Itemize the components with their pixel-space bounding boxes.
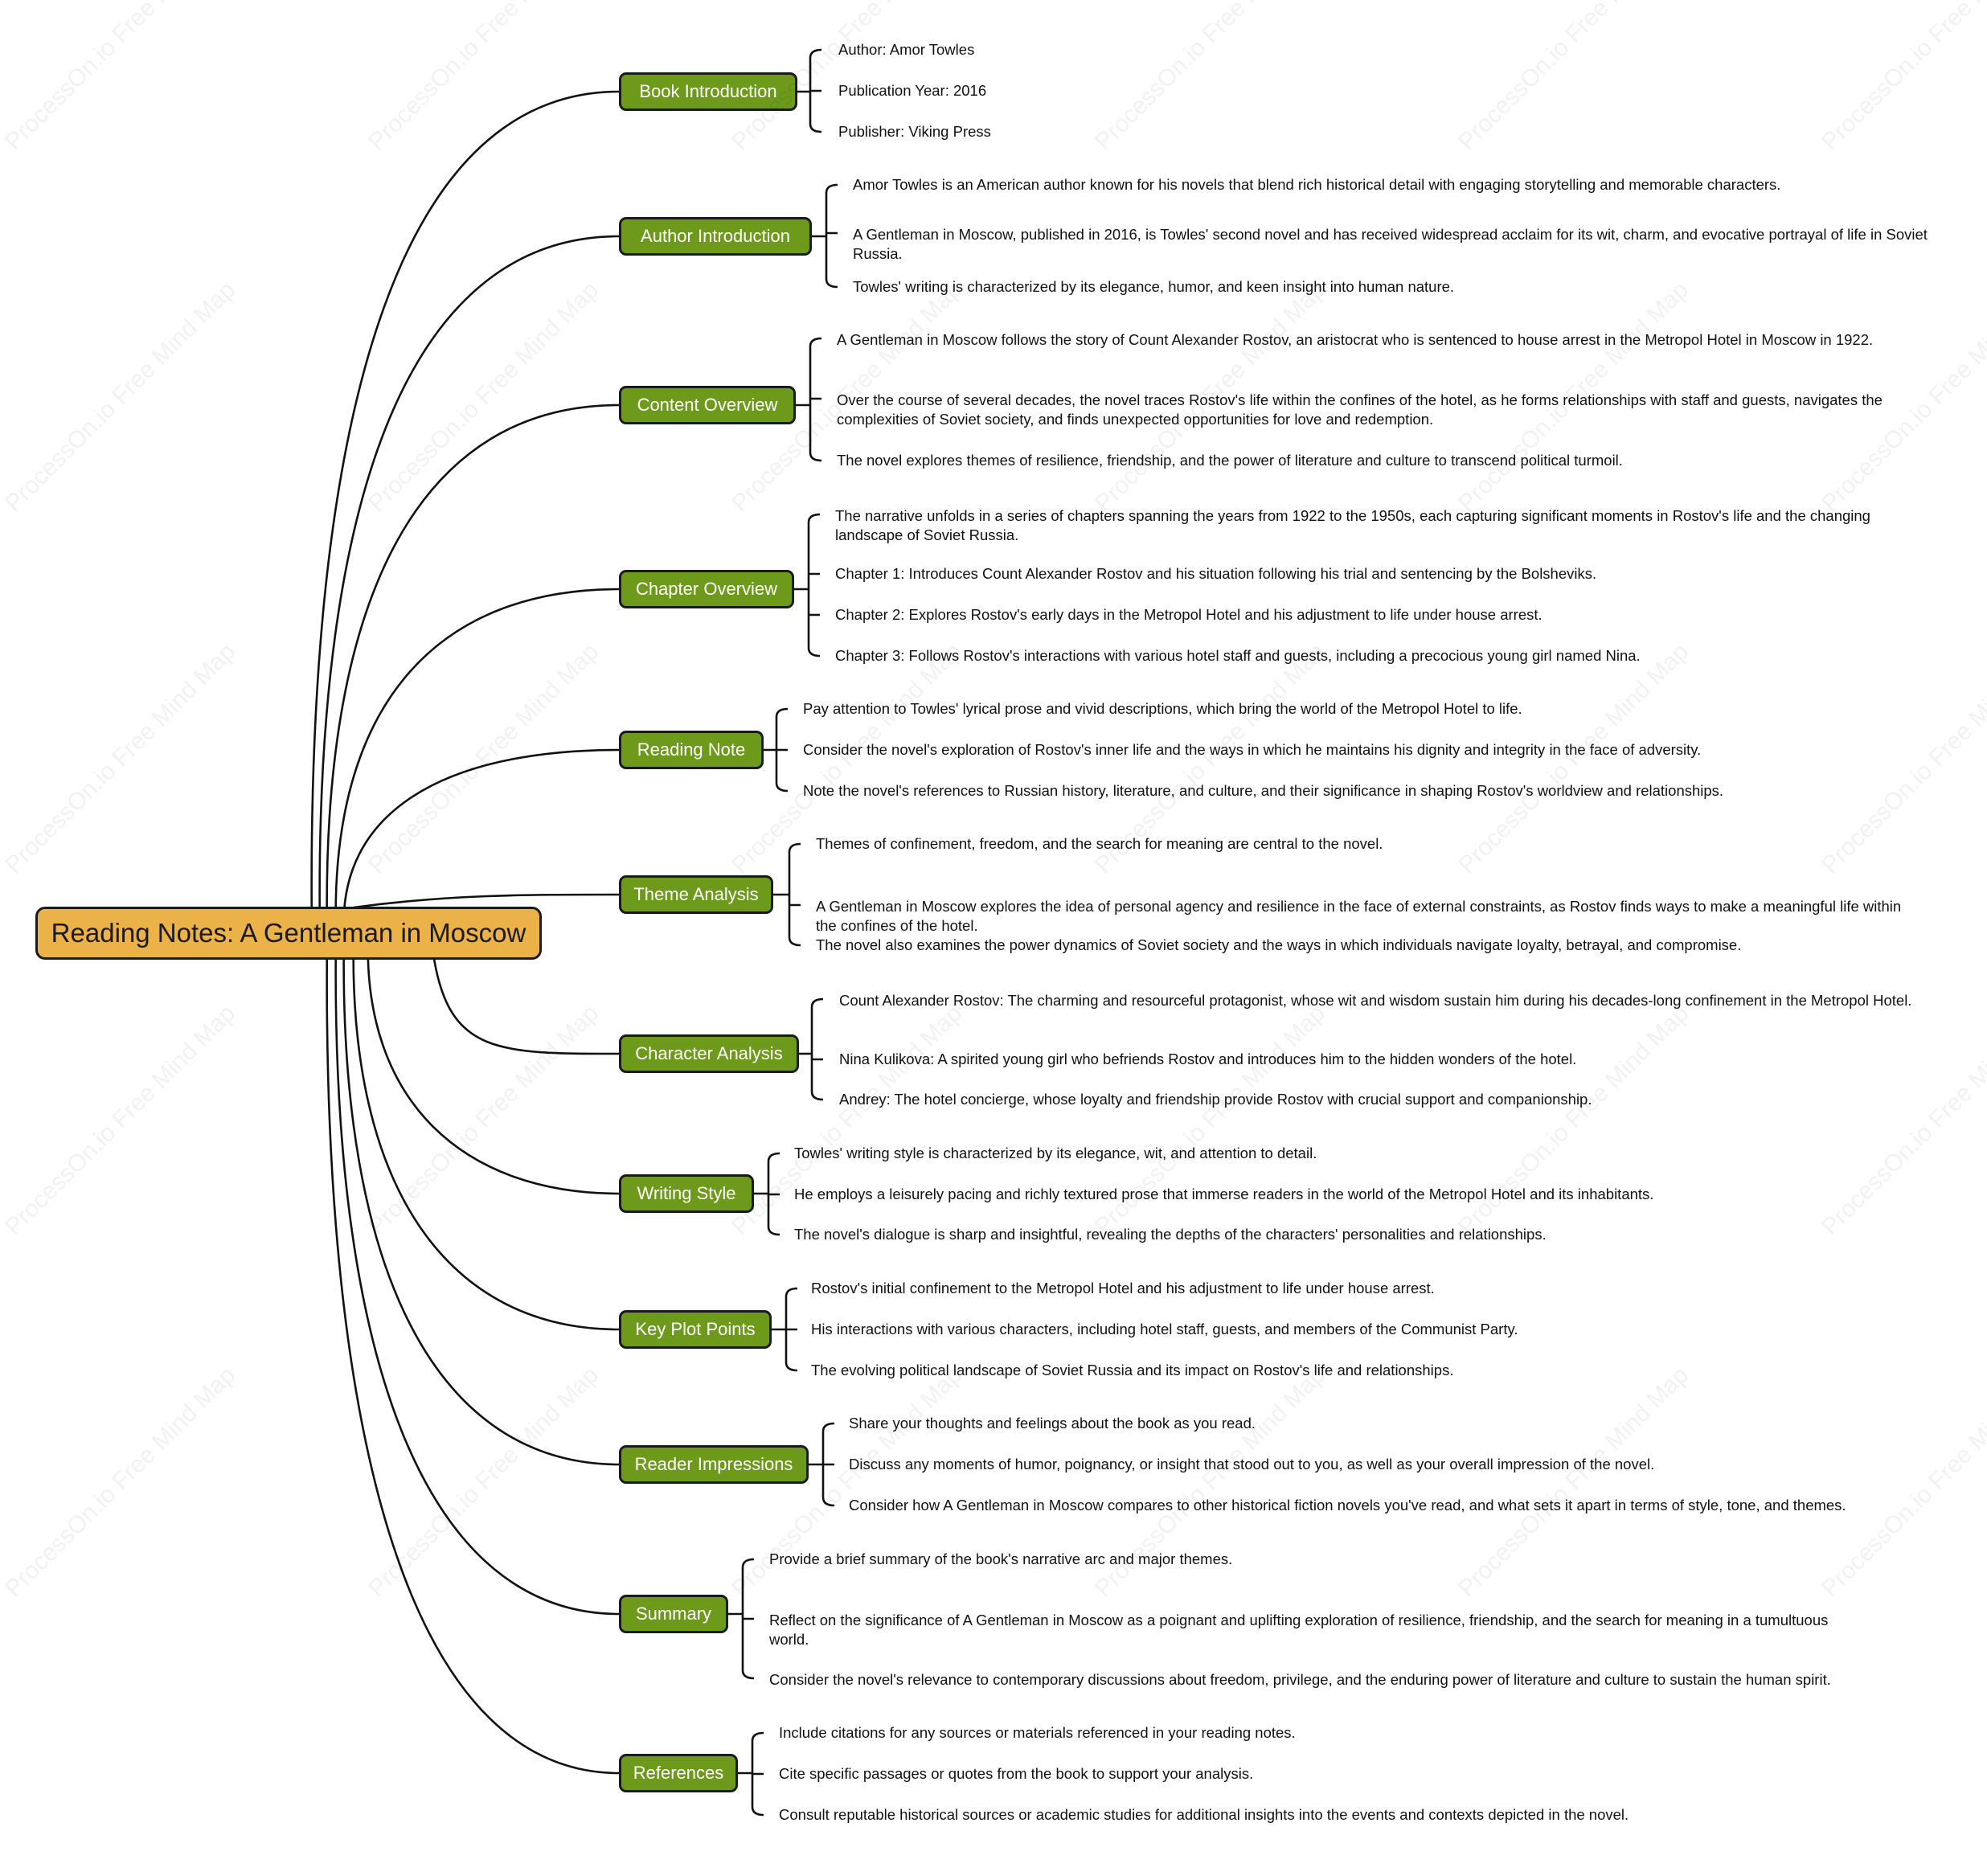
topic-node[interactable]: Reading Note — [619, 731, 764, 769]
leaf-note: Consult reputable historical sources or … — [779, 1806, 1629, 1823]
topic-label: Key Plot Points — [635, 1319, 756, 1339]
leaf-note: Chapter 1: Introduces Count Alexander Ro… — [835, 565, 1597, 582]
branch-bracket — [809, 1422, 835, 1507]
branch-bracket — [796, 337, 822, 462]
topic-label: Book Introduction — [639, 81, 777, 101]
root-connector — [326, 932, 620, 1775]
leaf-note: The novel also examines the power dynami… — [816, 936, 1742, 953]
root-connector — [432, 958, 620, 1055]
leaf-note: He employs a leisurely pacing and richly… — [794, 1186, 1654, 1202]
leaf-note: Count Alexander Rostov: The charming and… — [839, 992, 1912, 1009]
branch-bracket — [738, 1731, 764, 1817]
leaf-note: Publisher: Viking Press — [838, 123, 991, 140]
branch-bracket — [799, 997, 824, 1101]
root-connector — [342, 748, 620, 934]
leaf-note: A Gentleman in Moscow explores the idea … — [816, 898, 1902, 934]
topic-node[interactable]: Reader Impressions — [619, 1445, 809, 1484]
topic-node[interactable]: Book Introduction — [619, 72, 797, 111]
topic-label: Writing Style — [637, 1183, 736, 1203]
root-connector — [334, 588, 620, 934]
leaf-note: Publication Year: 2016 — [838, 82, 987, 99]
topic-label: Summary — [635, 1604, 712, 1624]
leaf-note: Towles' writing is characterized by its … — [853, 278, 1455, 295]
topic-node[interactable]: Author Introduction — [619, 217, 812, 256]
topic-node[interactable]: Chapter Overview — [619, 570, 794, 608]
leaf-note: Pay attention to Towles' lyrical prose a… — [803, 700, 1522, 717]
leaf-note: The novel's dialogue is sharp and insigh… — [794, 1226, 1547, 1243]
root-connector — [352, 932, 620, 1331]
root-connector — [310, 90, 620, 934]
leaf-note: Amor Towles is an American author known … — [853, 176, 1781, 193]
branch-bracket — [794, 513, 821, 657]
leaf-note: Rostov's initial confinement to the Metr… — [811, 1280, 1435, 1296]
branch-bracket — [764, 707, 789, 793]
leaf-note: Consider how A Gentleman in Moscow compa… — [849, 1497, 1846, 1513]
branch-bracket — [728, 1558, 755, 1680]
topic-label: Chapter Overview — [635, 579, 778, 599]
topic-label: Author Introduction — [641, 226, 790, 246]
leaf-note: Consider the novel's exploration of Rost… — [803, 741, 1702, 758]
leaf-note: The narrative unfolds in a series of cha… — [835, 507, 1870, 543]
topic-node[interactable]: Writing Style — [619, 1174, 754, 1213]
topic-label: References — [633, 1763, 724, 1783]
root-connector — [326, 403, 620, 934]
branch-bracket — [797, 48, 822, 133]
topic-node[interactable]: Theme Analysis — [619, 875, 773, 914]
branch-bracket — [772, 1287, 798, 1372]
root-connector — [367, 932, 620, 1195]
topic-node[interactable]: Content Overview — [619, 386, 796, 424]
topic-node[interactable]: References — [619, 1754, 738, 1792]
root-connector — [318, 235, 620, 934]
leaf-note: Chapter 3: Follows Rostov's interactions… — [835, 647, 1641, 664]
leaf-note: Chapter 2: Explores Rostov's early days … — [835, 606, 1542, 623]
leaf-note: Andrey: The hotel concierge, whose loyal… — [839, 1091, 1592, 1108]
leaf-note: The evolving political landscape of Sovi… — [811, 1362, 1454, 1378]
root-topic[interactable]: Reading Notes: A Gentleman in Moscow — [35, 907, 542, 960]
branch-bracket — [812, 183, 838, 289]
leaf-note: Themes of confinement, freedom, and the … — [816, 835, 1383, 852]
leaf-note: Towles' writing style is characterized b… — [794, 1145, 1317, 1161]
leaf-note: Discuss any moments of humor, poignancy,… — [849, 1456, 1655, 1473]
topic-label: Content Overview — [637, 395, 778, 415]
leaf-note: Nina Kulikova: A spirited young girl who… — [839, 1051, 1577, 1067]
root-title: Reading Notes: A Gentleman in Moscow — [51, 918, 526, 948]
leaf-note: Over the course of several decades, the … — [837, 391, 1883, 428]
branch-bracket — [754, 1152, 780, 1236]
leaf-note: Reflect on the significance of A Gentlem… — [769, 1612, 1829, 1648]
leaf-note: His interactions with various characters… — [811, 1321, 1518, 1337]
topic-label: Reader Impressions — [634, 1454, 793, 1474]
topic-label: Theme Analysis — [633, 884, 759, 904]
topic-node[interactable]: Character Analysis — [619, 1034, 799, 1073]
leaf-note: Author: Amor Towles — [838, 41, 975, 58]
leaf-note: Consider the novel's relevance to contem… — [769, 1671, 1831, 1688]
root-connector — [342, 932, 620, 1466]
root-connector — [334, 932, 620, 1616]
leaf-note: Include citations for any sources or mat… — [779, 1724, 1296, 1741]
leaf-note: Cite specific passages or quotes from th… — [779, 1765, 1254, 1782]
branch-bracket — [773, 842, 801, 947]
leaf-note: Note the novel's references to Russian h… — [803, 782, 1724, 799]
leaf-note: Provide a brief summary of the book's na… — [769, 1550, 1233, 1567]
leaf-note: A Gentleman in Moscow, published in 2016… — [853, 226, 1928, 262]
root-connector — [353, 893, 620, 909]
topic-node[interactable]: Key Plot Points — [619, 1310, 772, 1349]
leaf-note: A Gentleman in Moscow follows the story … — [837, 331, 1874, 348]
topic-label: Reading Note — [637, 739, 746, 760]
leaf-note: Share your thoughts and feelings about t… — [849, 1415, 1256, 1432]
leaf-note: The novel explores themes of resilience,… — [837, 452, 1623, 469]
topic-label: Character Analysis — [635, 1043, 783, 1063]
topic-node[interactable]: Summary — [619, 1595, 728, 1633]
